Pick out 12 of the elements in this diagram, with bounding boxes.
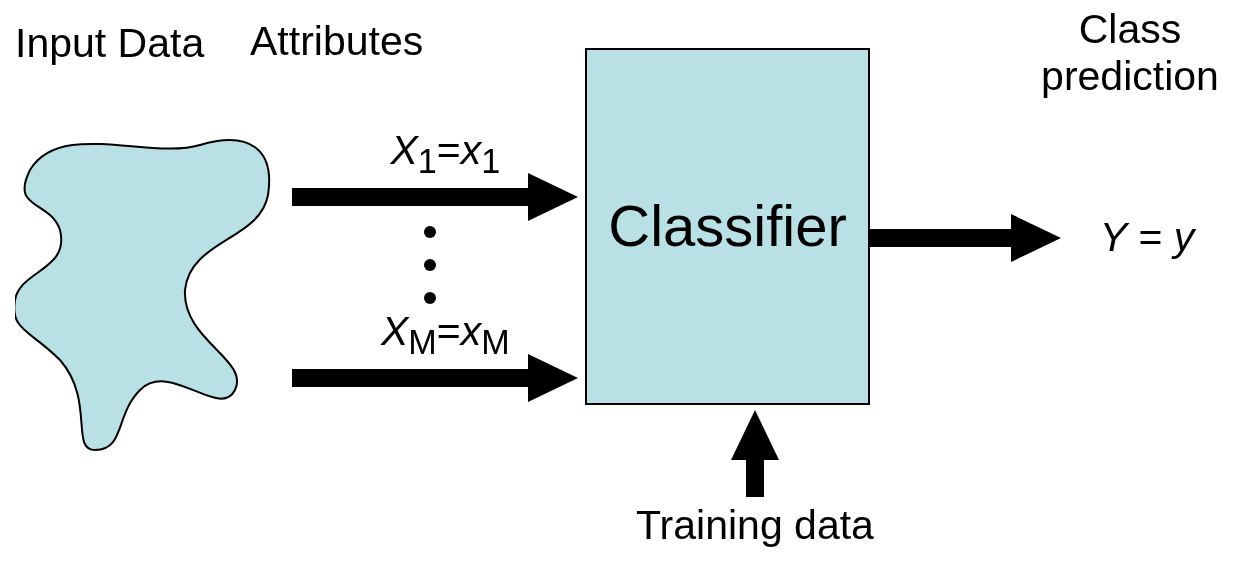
arrow bbox=[292, 173, 578, 221]
arrow bbox=[731, 410, 779, 497]
node-text: Training data bbox=[636, 502, 874, 550]
label-text: Class prediction bbox=[1040, 6, 1220, 101]
edge-label: X$_{M}$=x$_{M}$ bbox=[381, 308, 510, 363]
label-text: Attributes bbox=[250, 18, 425, 66]
arrow bbox=[292, 354, 578, 402]
classifier-box: Classifier bbox=[585, 48, 870, 405]
edge-label: X$_{1}$=x$_{1}$ bbox=[390, 127, 501, 182]
node-text: Y = y bbox=[1099, 214, 1195, 262]
arrow bbox=[870, 214, 1061, 262]
node-heading: Input Data bbox=[15, 20, 205, 68]
